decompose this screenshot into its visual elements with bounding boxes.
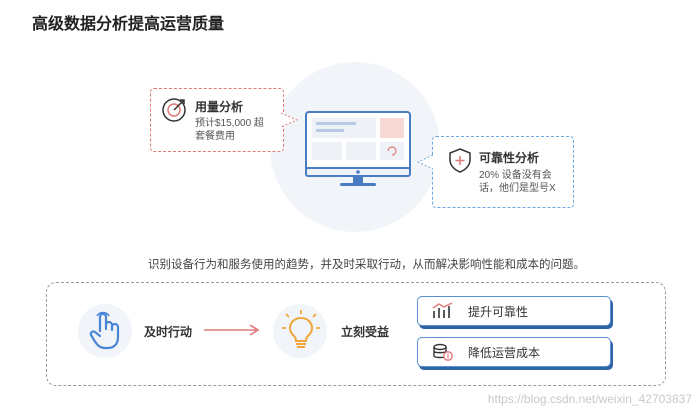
improve-reliability-label: 提升可靠性	[468, 304, 529, 319]
reliability-analysis-desc-line2: 话，他们是型号X	[479, 183, 556, 194]
action-benefit-panel	[46, 282, 666, 386]
trend-caption: 识别设备行为和服务使用的趋势，并及时采取行动，从而解决影响性能和成本的问题。	[148, 259, 585, 271]
shield-plus-icon	[449, 148, 471, 173]
page-title: 高级数据分析提高运营质量	[32, 16, 225, 33]
improve-reliability-button[interactable]: 提升可靠性	[417, 296, 611, 326]
step-act-timely-label: 及时行动	[144, 325, 193, 339]
hand-pointer-icon	[89, 311, 120, 350]
callout-pointer-blue	[417, 154, 433, 170]
reliability-analysis-desc-line1: 20% 设备没有会	[479, 170, 552, 181]
step-benefit-label: 立刻受益	[341, 325, 390, 339]
target-icon	[162, 98, 186, 122]
bulb-icon-circle	[273, 304, 327, 358]
usage-analysis-title: 用量分析	[195, 100, 244, 114]
reduce-cost-button[interactable]: 降低运营成本	[417, 337, 611, 367]
reliability-analysis-title: 可靠性分析	[479, 151, 540, 165]
usage-analysis-desc-line2: 套餐费用	[195, 131, 235, 142]
lightbulb-icon	[282, 310, 320, 348]
callout-pointer-red	[281, 112, 299, 128]
usage-analysis-desc-line1: 预计$15,000 超	[195, 118, 264, 129]
chart-bars-icon	[432, 302, 453, 318]
monitor-icon	[305, 111, 411, 186]
usage-analysis-callout: 用量分析 预计$15,000 超 套餐费用	[150, 88, 284, 152]
coins-icon	[433, 343, 453, 361]
reliability-analysis-callout: 可靠性分析 20% 设备没有会 话，他们是型号X	[432, 136, 574, 208]
watermark-url: https://blog.csdn.net/weixin_42703837	[487, 392, 692, 406]
arrow-right-icon	[204, 324, 260, 336]
reduce-cost-label: 降低运营成本	[468, 345, 541, 360]
